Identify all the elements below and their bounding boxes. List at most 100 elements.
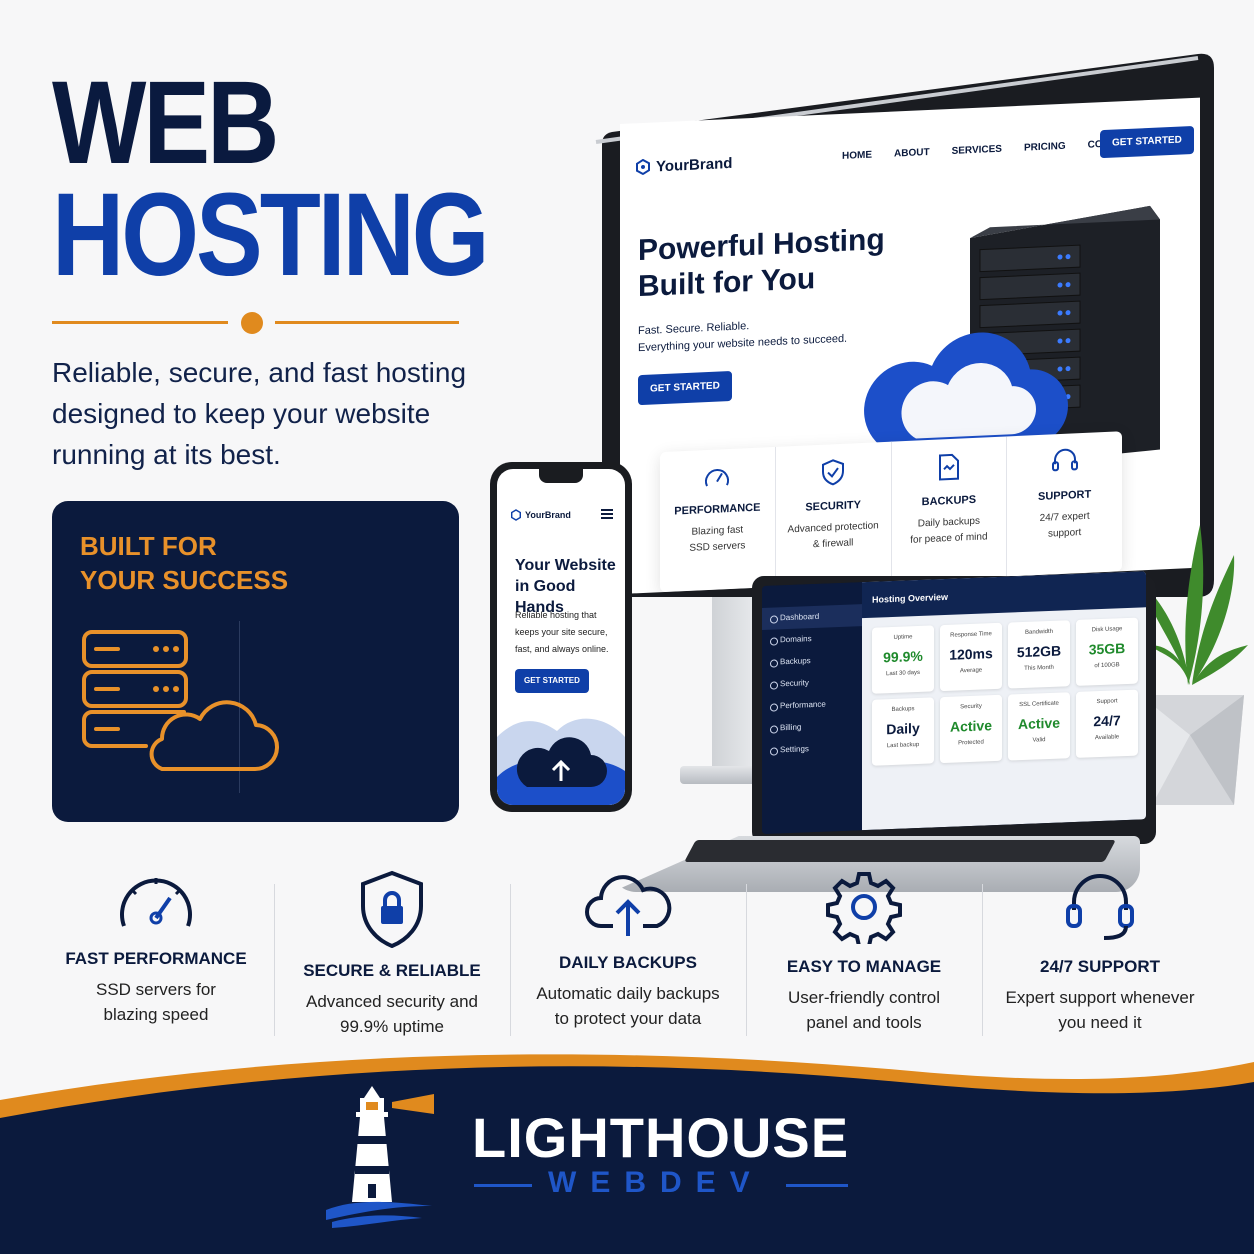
stat-value: 24/7 — [1093, 712, 1121, 730]
cloud-upload-illustration — [497, 718, 625, 805]
laptop-keyboard — [684, 840, 1116, 862]
feature-desc: SSD servers for blazing speed — [96, 980, 216, 1024]
headline-web: WEB — [52, 56, 279, 190]
stat-label: Uptime — [893, 634, 913, 641]
stat-value: 120ms — [949, 645, 993, 663]
stat-sub: Valid — [1032, 737, 1046, 744]
stat-value: 99.9% — [883, 647, 923, 666]
divider-dot — [241, 312, 263, 334]
server-cloud-icon — [82, 630, 279, 772]
nav-home[interactable]: HOME — [842, 149, 872, 162]
phone-get-started-button[interactable]: GET STARTED — [515, 669, 589, 693]
feature-247-support: 24/7 SUPPORT Expert support whenever you… — [982, 870, 1218, 1050]
stat-label: Backups — [891, 706, 915, 714]
feature-title: BACKUPS — [921, 493, 977, 509]
monitor-feature-performance: PERFORMANCE Blazing fast SSD servers — [660, 446, 776, 593]
stat-sub: Last backup — [886, 741, 920, 750]
laptop-sidebar: Dashboard Domains Backups Security Perfo… — [762, 582, 862, 834]
stat-sub: Last 30 days — [885, 669, 921, 678]
stat-label: Security — [960, 703, 982, 711]
feature-title: DAILY BACKUPS — [559, 953, 697, 972]
nav-services[interactable]: SERVICES — [951, 143, 1002, 157]
gear-icon — [826, 872, 902, 944]
phone-title: Your Website in Good Hands — [515, 557, 616, 616]
headset-icon — [1066, 874, 1134, 940]
feature-title: FAST PERFORMANCE — [65, 949, 247, 968]
nav-pricing[interactable]: PRICING — [1023, 140, 1066, 154]
monitor-feature-security: SECURITY Advanced protection & firewall — [775, 441, 892, 587]
monitor-screen: YourBrand HOME ABOUT SERVICES PRICING CO… — [620, 97, 1200, 594]
monitor-feature-backups: BACKUPS Daily backups for peace of mind — [891, 436, 1008, 582]
footer-rule-left — [474, 1184, 532, 1187]
stat-value: Active — [1017, 714, 1061, 733]
divider-right — [275, 321, 459, 324]
stats-grid: Uptime 99.9% Last 30 days Response Time 120m… — [862, 607, 1146, 766]
feature-secure-reliable: SECURE & RELIABLE Advanced security and … — [274, 870, 510, 1050]
footer-brand-sub: WEBDEV — [548, 1166, 764, 1199]
monitor-feature-support: SUPPORT 24/7 expert support — [1007, 431, 1122, 576]
document-icon — [938, 453, 959, 481]
monitor-brand: YourBrand — [636, 154, 733, 176]
speedometer-icon — [705, 468, 730, 487]
stat-value: Daily — [886, 719, 920, 738]
feature-desc: Automatic daily backups to protect your … — [536, 984, 720, 1028]
feature-easy-to-manage: EASY TO MANAGE User-friendly control pan… — [746, 870, 982, 1050]
nav-get-started-button[interactable]: GET STARTED — [1100, 125, 1194, 159]
feature-desc: Advanced protection & firewall — [787, 520, 879, 551]
stat-sub: Average — [959, 667, 983, 675]
speedometer-icon — [120, 878, 192, 927]
feature-fast-performance: FAST PERFORMANCE SSD servers for blazing… — [38, 870, 274, 1050]
cloud-upload-icon — [585, 875, 672, 936]
hamburger-menu-icon[interactable] — [601, 509, 613, 519]
stat-sub: Protected — [958, 739, 984, 747]
feature-title: PERFORMANCE — [674, 501, 761, 518]
feature-desc: Advanced security and 99.9% uptime — [306, 992, 478, 1036]
feature-desc: 24/7 expert support — [1039, 510, 1090, 540]
feature-desc: Blazing fast SSD servers — [689, 524, 746, 554]
stat-sub: of 100GB — [1094, 662, 1120, 670]
phone-notch — [539, 469, 583, 483]
headset-icon — [1051, 448, 1078, 472]
feature-title: SUPPORT — [1038, 488, 1092, 504]
stat-label: Response Time — [950, 631, 992, 639]
feature-title: 24/7 SUPPORT — [1040, 957, 1160, 976]
hero-title: Powerful Hosting Built for You — [638, 222, 885, 304]
stat-label: Disk Usage — [1091, 626, 1123, 634]
stat-sub: This Month — [1024, 664, 1054, 672]
feature-desc: Expert support whenever you need it — [1005, 988, 1195, 1032]
success-card: BUILT FOR YOUR SUCCESS — [52, 501, 459, 822]
features-band: FAST PERFORMANCE SSD servers for blazing… — [38, 870, 1218, 1050]
feature-desc: Daily backups for peace of mind — [910, 515, 988, 546]
nav-about[interactable]: ABOUT — [894, 146, 930, 160]
server-rack-cloud-illustration — [864, 205, 1160, 468]
shield-check-icon — [822, 459, 845, 486]
shield-lock-icon — [361, 870, 423, 948]
hero-get-started-button[interactable]: GET STARTED — [638, 370, 732, 406]
laptop: Dashboard Domains Backups Security Perfo… — [752, 571, 1156, 844]
phone: YourBrand Your Website in Good Hands Rel… — [490, 462, 632, 812]
monitor-brand-text: YourBrand — [656, 154, 733, 175]
footer-wave — [0, 1054, 1254, 1254]
divider-left — [52, 321, 228, 324]
phone-screen: YourBrand Your Website in Good Hands Rel… — [497, 469, 625, 805]
monitor-feature-row: PERFORMANCE Blazing fast SSD servers SEC… — [660, 431, 1122, 593]
brand-hexagon-icon — [511, 509, 521, 521]
stat-sub: Available — [1094, 734, 1120, 742]
sidebar-item-settings[interactable]: Settings — [762, 736, 862, 762]
phone-brand: YourBrand — [511, 509, 571, 521]
feature-title: SECURITY — [805, 499, 861, 514]
stat-label: SSL Certificate — [1019, 700, 1059, 709]
feature-title: EASY TO MANAGE — [786, 957, 942, 976]
phone-brand-text: YourBrand — [525, 509, 571, 520]
laptop-screen: Dashboard Domains Backups Security Perfo… — [762, 571, 1146, 834]
lighthouse-logo — [326, 1086, 434, 1228]
monitor-nav: HOME ABOUT SERVICES PRICING CONTACT — [842, 138, 1136, 162]
